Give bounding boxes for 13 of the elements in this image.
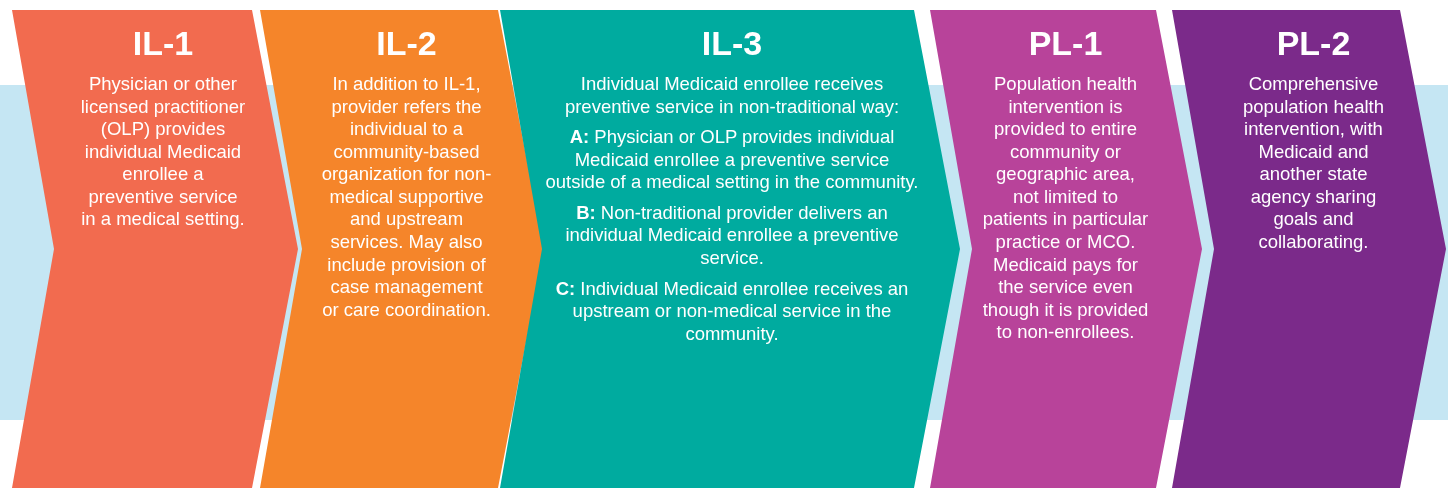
step-heading: IL-2 bbox=[376, 24, 437, 63]
step-heading: IL-1 bbox=[132, 24, 194, 63]
step-description: A: Physician or OLP provides individual Medicaid enrollee a preventive service outside of a medical setting in the community. bbox=[544, 126, 920, 194]
step-heading: PL-1 bbox=[1028, 24, 1103, 63]
step-heading: PL-2 bbox=[1276, 24, 1351, 63]
step-description: In addition to IL-1, provider refers the individual to a community-based organization for non-medical supportive and upstream services. May also include provision of case management or care coordination. bbox=[321, 73, 492, 322]
step-description: Comprehensive population health intervention, with Medicaid and another state agency sharing goals and collaborating. bbox=[1242, 73, 1385, 254]
step-description: B: Non-traditional provider delivers an individual Medicaid enrollee a preventive service. bbox=[564, 201, 900, 270]
step-heading: IL-3 bbox=[701, 24, 763, 63]
step-description: Population health intervention is provided to entire community or geographic area, not limited to patients in particular practice or MCO. Medicaid pays for the service even though it is provided to non-enrollees. bbox=[981, 73, 1150, 344]
step-description: C: Individual Medicaid enrollee receives an upstream or non-medical service in the community. bbox=[554, 277, 910, 346]
step-description: Physician or other licensed practitioner (OLP) provides individual Medicaid enrollee a preventive service in a medical setting. bbox=[80, 73, 246, 231]
step-description: Individual Medicaid enrollee receives preventive service in non-traditional way: bbox=[563, 73, 901, 119]
